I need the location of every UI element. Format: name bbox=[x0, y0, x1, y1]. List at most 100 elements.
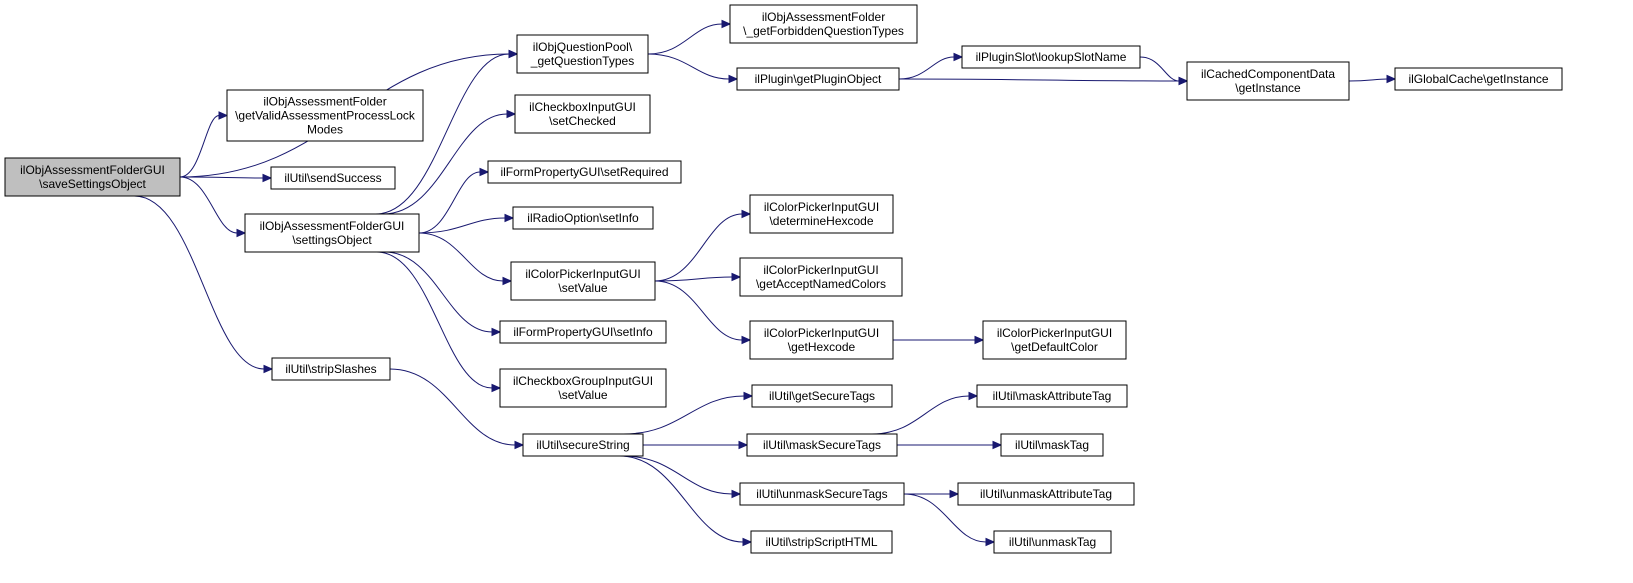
node-label: ilObjAssessmentFolderGUI bbox=[260, 219, 405, 233]
node-n20[interactable]: ilColorPickerInputGUI\getDefaultColor bbox=[982, 320, 1127, 360]
node-label: ilCheckboxInputGUI bbox=[529, 100, 636, 114]
node-n5[interactable]: ilUtil\stripSlashes bbox=[271, 357, 391, 381]
edge-line bbox=[179, 176, 264, 179]
arrow-head-icon bbox=[728, 74, 739, 84]
node-n23[interactable]: ilUtil\maskSecureTags bbox=[746, 433, 898, 457]
node-box bbox=[739, 257, 903, 297]
arrow-head-icon bbox=[218, 111, 229, 120]
node-label: ilRadioOption\setInfo bbox=[527, 211, 639, 225]
node-label: ilUtil\sendSuccess bbox=[284, 171, 381, 185]
edge-line bbox=[898, 56, 955, 80]
node-label: ilCachedComponentData bbox=[1201, 67, 1335, 81]
arrow-head-icon bbox=[992, 440, 1003, 450]
node-n8[interactable]: ilPluginSlot\lookupSlotName bbox=[961, 45, 1141, 69]
arrow-head-icon bbox=[1386, 74, 1397, 84]
edge-n21-n28 bbox=[619, 455, 753, 547]
arrow-head-icon bbox=[506, 109, 517, 119]
edge-n4-n14 bbox=[418, 232, 513, 286]
arrow-head-icon bbox=[514, 440, 525, 450]
edge-n26-n29 bbox=[903, 493, 996, 547]
edge-line bbox=[1348, 78, 1388, 82]
node-n28[interactable]: ilUtil\stripScriptHTML bbox=[750, 530, 893, 554]
node-box bbox=[982, 320, 1127, 360]
node-n22[interactable]: ilUtil\getSecureTags bbox=[751, 384, 893, 408]
node-box bbox=[499, 368, 667, 408]
node-label: ilColorPickerInputGUI bbox=[525, 267, 640, 281]
node-n27[interactable]: ilUtil\unmaskAttributeTag bbox=[957, 482, 1135, 506]
node-box bbox=[516, 34, 649, 74]
edge-n4-n1 bbox=[375, 49, 519, 215]
arrow-head-icon bbox=[731, 489, 742, 499]
node-label: ilPluginSlot\lookupSlotName bbox=[976, 50, 1127, 64]
node-n3[interactable]: ilUtil\sendSuccess bbox=[270, 166, 396, 190]
edge-n23-n25 bbox=[897, 440, 1003, 450]
node-label: ilPlugin\getPluginObject bbox=[755, 72, 882, 86]
node-label: Modes bbox=[307, 123, 343, 137]
node-label: \getHexcode bbox=[788, 340, 856, 354]
node-n1[interactable]: ilObjQuestionPool\_getQuestionTypes bbox=[516, 34, 649, 74]
edge-n21-n23 bbox=[643, 440, 749, 450]
node-n25[interactable]: ilUtil\maskTag bbox=[1000, 433, 1104, 457]
node-n15[interactable]: ilFormPropertyGUI\setInfo bbox=[499, 320, 667, 344]
node-n16[interactable]: ilCheckboxGroupInputGUI\setValue bbox=[499, 368, 667, 408]
edge-n5-n21 bbox=[389, 368, 525, 450]
arrow-head-icon bbox=[479, 167, 490, 177]
edge-n14-n19 bbox=[654, 280, 752, 345]
node-n7[interactable]: ilPlugin\getPluginObject bbox=[736, 67, 900, 91]
node-label: ilUtil\maskSecureTags bbox=[763, 438, 881, 452]
node-label: ilUtil\unmaskSecureTags bbox=[756, 487, 887, 501]
arrow-head-icon bbox=[743, 391, 754, 401]
node-box bbox=[271, 357, 391, 381]
node-label: ilGlobalCache\getInstance bbox=[1408, 72, 1548, 86]
node-label: ilColorPickerInputGUI bbox=[764, 200, 879, 214]
node-n14[interactable]: ilColorPickerInputGUI\setValue bbox=[510, 261, 656, 301]
node-n19[interactable]: ilColorPickerInputGUI\getHexcode bbox=[749, 320, 894, 360]
arrow-head-icon bbox=[263, 364, 274, 374]
node-label: ilObjQuestionPool\ bbox=[533, 40, 633, 54]
node-label: \setValue bbox=[558, 388, 607, 402]
node-box bbox=[961, 45, 1141, 69]
node-n2[interactable]: ilObjAssessmentFolder\getValidAssessment… bbox=[226, 89, 424, 142]
arrow-head-icon bbox=[953, 52, 964, 62]
node-n11[interactable]: ilCheckboxInputGUI\setChecked bbox=[514, 94, 651, 134]
node-n21[interactable]: ilUtil\secureString bbox=[522, 433, 644, 457]
node-n13[interactable]: ilRadioOption\setInfo bbox=[512, 206, 654, 230]
node-box bbox=[226, 89, 424, 142]
node-box bbox=[512, 206, 654, 230]
node-n24[interactable]: ilUtil\maskAttributeTag bbox=[976, 384, 1128, 408]
node-n12[interactable]: ilFormPropertyGUI\setRequired bbox=[487, 160, 682, 184]
edge-line bbox=[654, 213, 743, 282]
arrow-head-icon bbox=[262, 173, 273, 183]
node-n26[interactable]: ilUtil\unmaskSecureTags bbox=[739, 482, 905, 506]
edge-n14-n17 bbox=[654, 209, 752, 282]
node-label: ilUtil\getSecureTags bbox=[769, 389, 875, 403]
node-label: _getQuestionTypes bbox=[530, 54, 634, 68]
node-n6[interactable]: ilObjAssessmentFolder\_getForbiddenQuest… bbox=[729, 4, 918, 44]
node-n9[interactable]: ilCachedComponentData\getInstance bbox=[1186, 61, 1350, 101]
node-box bbox=[976, 384, 1128, 408]
node-n29[interactable]: ilUtil\unmaskTag bbox=[993, 530, 1112, 554]
node-label: ilColorPickerInputGUI bbox=[764, 326, 879, 340]
edge-line bbox=[383, 113, 508, 215]
node-n10[interactable]: ilGlobalCache\getInstance bbox=[1394, 67, 1563, 91]
edge-line bbox=[384, 251, 493, 333]
edge-n19-n20 bbox=[893, 335, 985, 345]
edge-line bbox=[376, 251, 493, 389]
node-box bbox=[510, 261, 656, 301]
node-n4[interactable]: ilObjAssessmentFolderGUI\settingsObject bbox=[244, 213, 420, 253]
node-box bbox=[270, 166, 396, 190]
node-label: ilUtil\secureString bbox=[536, 438, 629, 452]
edge-line bbox=[179, 115, 220, 178]
node-n17[interactable]: ilColorPickerInputGUI\determineHexcode bbox=[749, 194, 894, 234]
edge-line bbox=[418, 217, 506, 234]
edge-n0-n3 bbox=[179, 173, 273, 183]
arrow-head-icon bbox=[1178, 76, 1189, 86]
edge-line bbox=[898, 78, 1180, 82]
arrow-head-icon bbox=[491, 327, 502, 337]
edge-line bbox=[179, 176, 238, 234]
node-n18[interactable]: ilColorPickerInputGUI\getAcceptNamedColo… bbox=[739, 257, 903, 297]
edge-n26-n27 bbox=[904, 489, 960, 499]
edge-n21-n22 bbox=[623, 391, 754, 435]
node-n0[interactable]: ilObjAssessmentFolderGUI\saveSettingsObj… bbox=[4, 157, 181, 197]
